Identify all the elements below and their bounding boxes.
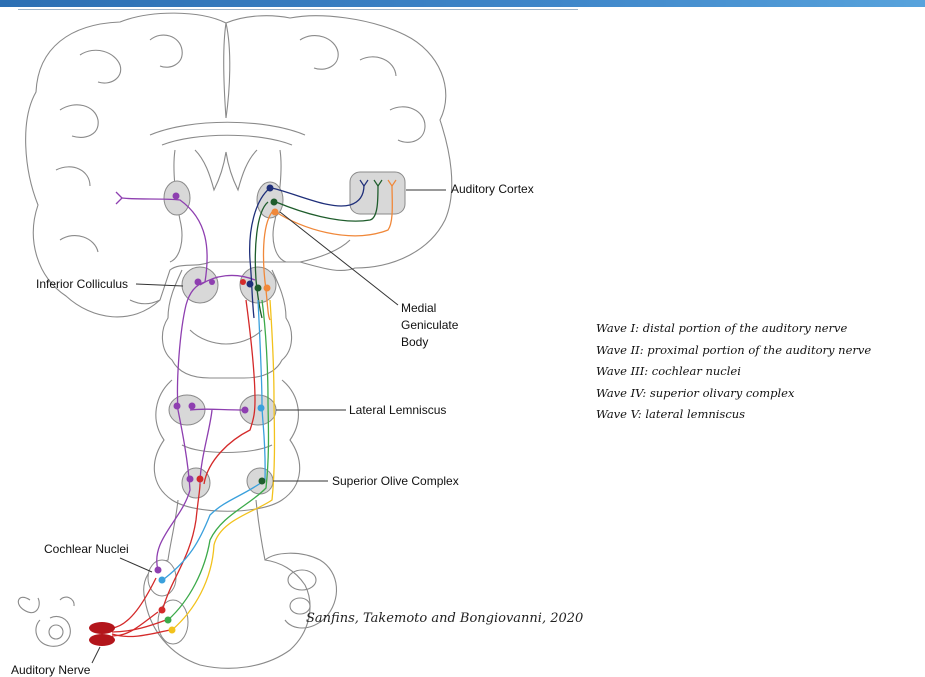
wave-1: Wave I: distal portion of the auditory n… [596,318,871,340]
label-lateral-lemniscus: Lateral Lemniscus [349,404,446,416]
wave-3: Wave III: cochlear nuclei [596,361,871,383]
ll-left [169,395,205,425]
label-mgb-line-2: Geniculate [401,317,458,334]
label-medial-geniculate-body: Medial Geniculate Body [401,300,458,351]
label-auditory-cortex: Auditory Cortex [451,183,534,195]
soc-left [182,468,210,498]
label-inferior-colliculus: Inferior Colliculus [36,278,128,290]
wave-5: Wave V: lateral lemniscus [596,404,871,426]
wave-2: Wave II: proximal portion of the auditor… [596,340,871,362]
label-superior-olive-complex: Superior Olive Complex [332,475,459,487]
nuclei [164,172,405,498]
credit-text: Sanfins, Takemoto and Bongiovanni, 2020 [306,611,583,626]
auditory-nerve-ellipses [89,622,115,646]
label-mgb-line-1: Medial [401,300,458,317]
wave-4: Wave IV: superior olivary complex [596,383,871,405]
brain-outline [18,13,451,668]
label-auditory-nerve: Auditory Nerve [11,664,90,676]
label-cochlear-nuclei: Cochlear Nuclei [44,543,129,555]
label-mgb-line-3: Body [401,334,458,351]
wave-legend: Wave I: distal portion of the auditory n… [596,318,871,426]
